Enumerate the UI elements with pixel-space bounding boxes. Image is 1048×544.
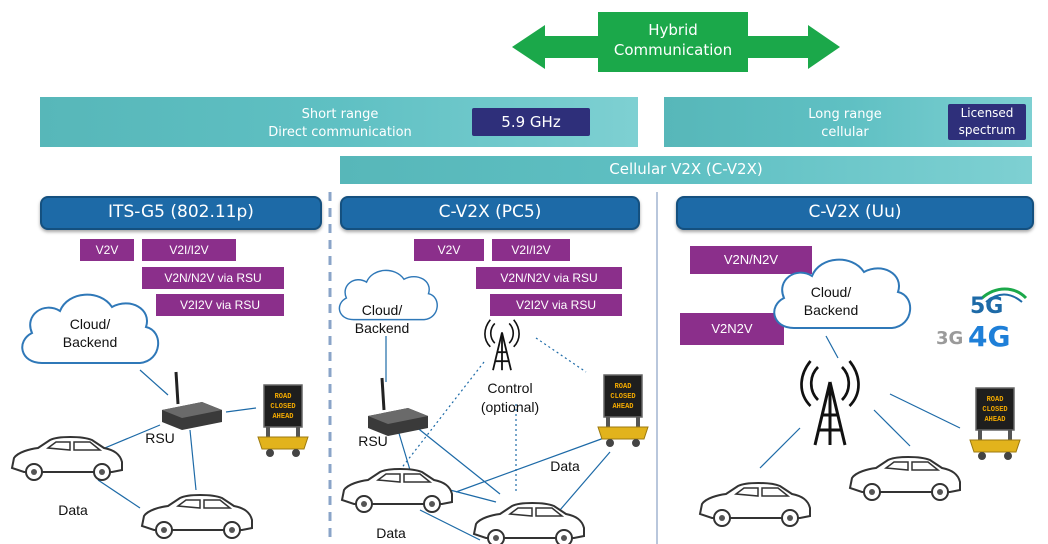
hybrid-line2: Communication [613, 41, 733, 59]
signal-arc-icon [981, 287, 1028, 300]
logo-5g: 5G [970, 294, 1004, 319]
car-icon [473, 502, 585, 544]
rsu-router-icon [160, 370, 224, 432]
tag-v2i2v-via-rsu: V2I2V via RSU [156, 294, 284, 316]
short-range-line1: Short range [301, 107, 379, 122]
hybrid-line1: Hybrid [648, 21, 698, 39]
panel-header-itsg5: ITS-G5 (802.11p) [40, 196, 322, 230]
tag-v2i-i2v: V2I/I2V [142, 239, 236, 261]
link-sign-car [559, 451, 611, 511]
hybrid-double-arrow [512, 25, 600, 69]
link-rsu-sign [225, 407, 257, 413]
tag-v2n-n2v-via-rsu: V2N/N2V via RSU [476, 267, 622, 289]
data-label: Data [376, 525, 406, 541]
rsu-router-icon [366, 376, 430, 438]
link-cloud-tower [825, 335, 839, 359]
tag-v2n2v: V2N2V [680, 313, 784, 345]
link-rsu-car2 [409, 421, 501, 495]
cloud-label-line1: Cloud/ [810, 284, 852, 300]
control-tower-icon [483, 318, 520, 372]
tag-v2v: V2V [80, 239, 134, 261]
control-label-line1: Control [487, 380, 533, 396]
sign-text: AHEAD [272, 413, 293, 421]
sign-text: CLOSED [610, 393, 635, 401]
sign-text: AHEAD [612, 403, 633, 411]
logo-3g: 3G [936, 328, 964, 349]
sign-text: ROAD [987, 396, 1004, 404]
tag-v2n-n2v-via-rsu: V2N/N2V via RSU [142, 267, 284, 289]
cell-tower-icon [800, 359, 860, 447]
cloud-label-line1: Cloud/ [361, 302, 403, 318]
car-icon [341, 468, 453, 513]
link-cloud-rsu [139, 369, 169, 396]
link-control-sign [535, 337, 587, 373]
rsu-label: RSU [358, 433, 388, 449]
long-range-line1: Long range [808, 107, 882, 122]
hybrid-double-arrow-right [745, 25, 840, 69]
hybrid-box [598, 12, 748, 72]
link-car-car [97, 479, 141, 509]
tag-v2v: V2V [414, 239, 484, 261]
panel-header-pc5: C-V2X (PC5) [340, 196, 640, 230]
link-car-sign [455, 437, 605, 493]
cellular-v2x-band [340, 156, 1032, 184]
data-label: Data [550, 458, 580, 474]
licensed-line2: spectrum [958, 123, 1016, 137]
signal-arc-icon [985, 293, 1023, 303]
link-tower-car [759, 427, 801, 469]
link-car-bottom [419, 509, 481, 541]
cloud-label-line2: Backend [803, 302, 859, 318]
long-range-line2: cellular [821, 125, 869, 140]
sign-text: AHEAD [984, 416, 1005, 424]
sign-text: ROAD [615, 383, 632, 391]
licensed-line1: Licensed [960, 106, 1014, 120]
cellular-v2x-label: Cellular V2X (C-V2X) [609, 160, 763, 178]
panel-header-uu: C-V2X (Uu) [676, 196, 1034, 230]
tag-v2i-i2v: V2I/I2V [492, 239, 570, 261]
link-rsu-car [397, 429, 411, 471]
car-icon [141, 494, 253, 539]
link-tower-car2 [873, 409, 911, 447]
logo-4g: 4G [968, 320, 1011, 353]
data-label: Data [58, 502, 88, 518]
control-label-line2: (optional) [480, 399, 540, 415]
sign-text: ROAD [275, 393, 292, 401]
sign-text: CLOSED [982, 406, 1007, 414]
link-rsu-car2 [189, 429, 197, 491]
car-icon [11, 436, 123, 481]
short-range-line2: Direct communication [268, 125, 412, 140]
sign-text: CLOSED [270, 403, 295, 411]
rsu-label: RSU [145, 430, 175, 446]
link-tower-sign [889, 393, 961, 429]
cloud-label-line1: Cloud/ [69, 316, 111, 332]
tag-v2i2v-via-rsu: V2I2V via RSU [490, 294, 622, 316]
car-icon [849, 456, 961, 501]
cloud-label-line2: Backend [62, 334, 118, 350]
cloud-label-line2: Backend [354, 320, 410, 336]
tag-v2n-n2v: V2N/N2V [690, 246, 812, 274]
car-icon [699, 482, 811, 527]
frequency-badge: 5.9 GHz [472, 108, 590, 136]
licensed-spectrum-badge [948, 104, 1026, 140]
